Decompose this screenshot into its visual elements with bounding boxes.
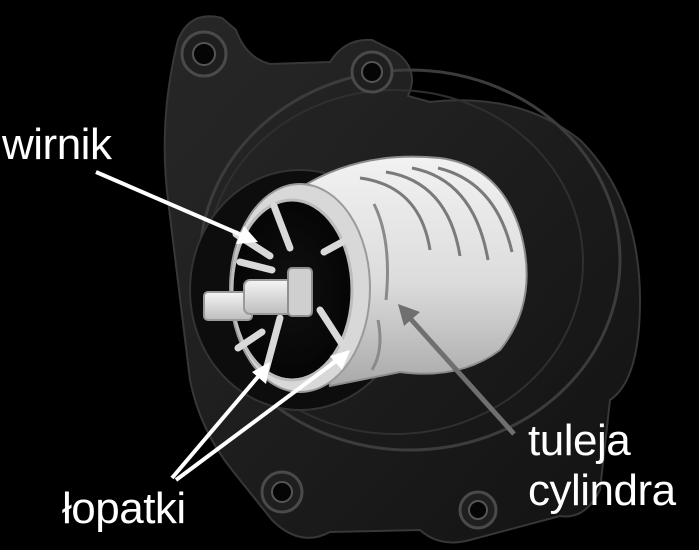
bolt-hole-bottom-left	[260, 470, 304, 514]
bolt-hole-top-right	[350, 50, 394, 94]
vane-left	[236, 258, 276, 274]
arrow-to-sleeve	[398, 304, 516, 436]
label-sleeve-line1: tuleja	[528, 416, 631, 465]
vane-bottom-left	[262, 314, 284, 374]
vane-lower-left	[234, 328, 266, 352]
label-cylinder-sleeve: tuleja cylindra	[528, 416, 676, 516]
label-sleeve-line2: cylindra	[528, 466, 676, 515]
bolt-hole-top-left	[180, 30, 228, 78]
bolt-hole-bottom-right	[458, 490, 498, 530]
arrows-to-vanes	[170, 350, 350, 482]
arrow-to-rotor	[95, 170, 258, 244]
rotor-shaft	[203, 267, 313, 321]
vane-top	[270, 202, 294, 252]
vane-upper-right	[320, 236, 350, 256]
label-vanes: łopatki	[62, 484, 186, 533]
vane-bottom-right	[316, 306, 346, 348]
label-rotor: wirnik	[2, 120, 112, 169]
